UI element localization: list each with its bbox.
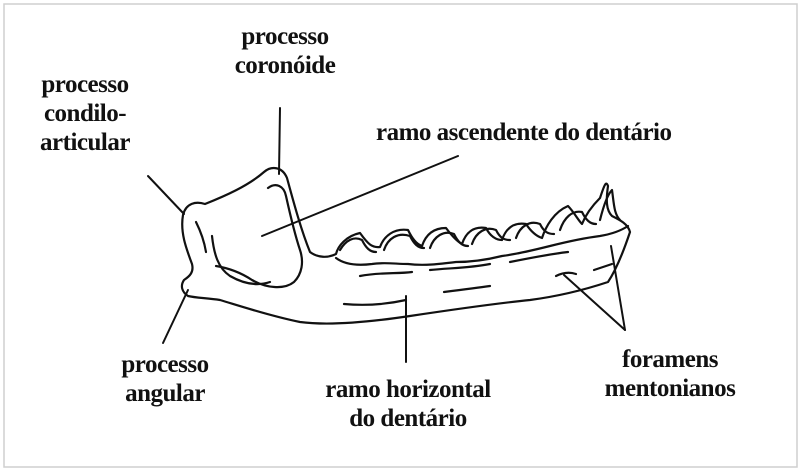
leader-condylar xyxy=(148,176,184,214)
label-line: do dentário xyxy=(320,404,496,433)
label-line: angular xyxy=(100,379,230,408)
leader-foramen-2 xyxy=(611,246,625,330)
label-line: foramens xyxy=(586,345,754,374)
label-line: ramo ascendente do dentário xyxy=(376,118,672,147)
label-line: mentonianos xyxy=(586,374,754,403)
label-ascending-ramus: ramo ascendente do dentário xyxy=(376,118,672,147)
label-condylar-process: processo condilo- articular xyxy=(22,70,148,157)
label-line: processo xyxy=(22,70,148,99)
label-horizontal-ramus: ramo horizontal do dentário xyxy=(320,375,496,433)
leader-foramen-1 xyxy=(564,275,625,330)
label-line: processo xyxy=(100,350,230,379)
leader-coronoid xyxy=(279,108,280,174)
leader-angular xyxy=(163,290,188,343)
label-mental-foramina: foramens mentonianos xyxy=(586,345,754,403)
label-coronoid-process: processo coronóide xyxy=(220,22,350,80)
label-line: articular xyxy=(22,128,148,157)
label-line: processo xyxy=(220,22,350,51)
label-line: ramo horizontal xyxy=(320,375,496,404)
label-line: coronóide xyxy=(220,51,350,80)
label-angular-process: processo angular xyxy=(100,350,230,408)
label-line: condilo- xyxy=(22,99,148,128)
